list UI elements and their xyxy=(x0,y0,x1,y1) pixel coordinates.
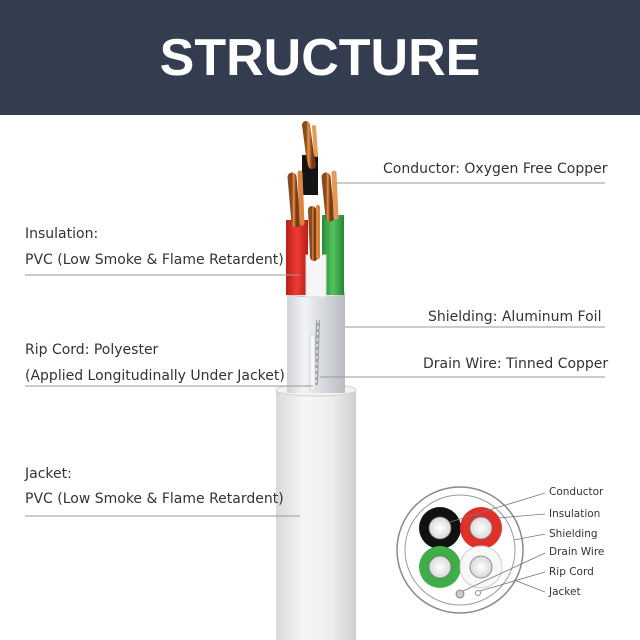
cable-illustration xyxy=(25,121,605,640)
cs-rip-cord xyxy=(475,590,481,596)
jacket-title: Jacket: xyxy=(25,466,72,482)
insulation-green xyxy=(322,215,344,295)
insulation-white xyxy=(305,254,327,298)
cs-drain-wire xyxy=(455,589,465,599)
conductor-label: Conductor: Oxygen Free Copper xyxy=(383,161,608,177)
rip-cord xyxy=(309,334,316,391)
copper-conductors xyxy=(287,121,339,261)
cs-label-rip-cord: Rip Cord xyxy=(549,566,594,578)
cs-label-jacket: Jacket xyxy=(549,586,581,598)
cs-shield xyxy=(404,494,516,606)
cs-conductor-green xyxy=(419,546,461,588)
page-title: STRUCTURE xyxy=(159,28,481,87)
insulation-desc: PVC (Low Smoke & Flame Retardent) xyxy=(25,252,284,268)
insulation-title: Insulation: xyxy=(25,226,99,242)
cs-label-shielding: Shielding xyxy=(549,528,598,540)
drain-wire-label: Drain Wire: Tinned Copper xyxy=(423,356,609,372)
cs-label-drain-wire: Drain Wire xyxy=(549,546,605,558)
cs-label-insulation: Insulation xyxy=(549,508,601,520)
header-banner: STRUCTURE xyxy=(0,0,640,115)
ripcord-desc: (Applied Longitudinally Under Jacket) xyxy=(25,368,285,384)
cs-conductor-white xyxy=(459,545,503,589)
jacket-body xyxy=(276,390,356,640)
jacket-desc: PVC (Low Smoke & Flame Retardent) xyxy=(25,491,284,507)
cross-section-diagram xyxy=(396,486,546,614)
cs-label-conductor: Conductor xyxy=(549,486,604,498)
cs-conductor-black xyxy=(419,507,461,549)
shielding-label: Shielding: Aluminum Foil xyxy=(428,309,602,325)
cs-conductor-red xyxy=(460,507,502,549)
ripcord-title: Rip Cord: Polyester xyxy=(25,342,159,358)
insulation-red xyxy=(286,220,308,295)
